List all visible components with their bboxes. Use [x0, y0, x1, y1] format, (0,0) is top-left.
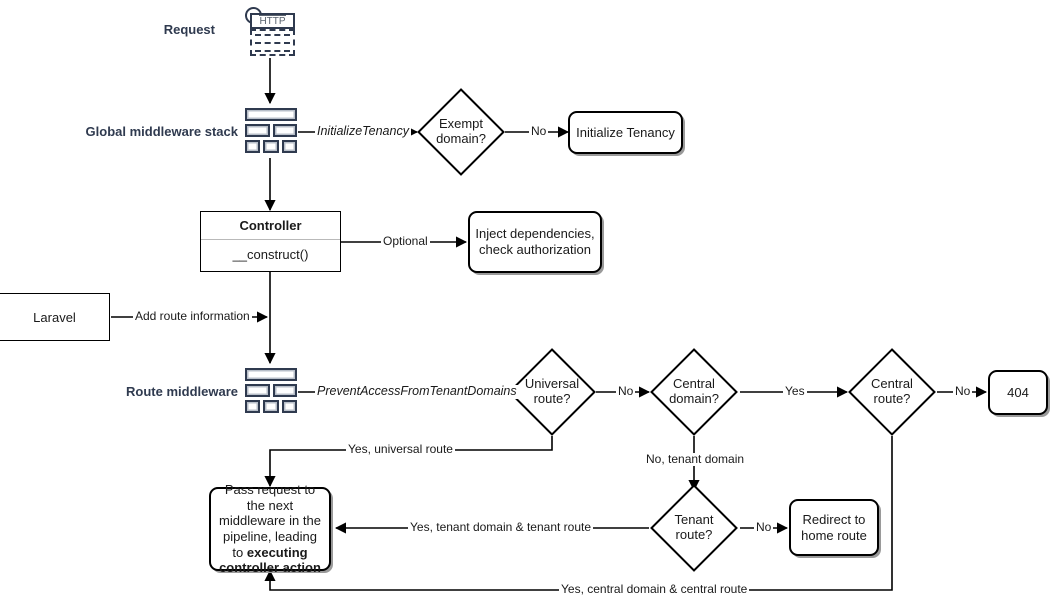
node-initialize-tenancy-label: Initialize Tenancy — [576, 124, 675, 140]
stack-row-1 — [245, 368, 297, 381]
http-header-text: HTTP — [259, 15, 286, 27]
diamond-shape — [508, 348, 596, 436]
stack-cell — [245, 368, 297, 381]
stack-row-3 — [245, 140, 297, 153]
edge-label-central-yes: Yes, central domain & central route — [559, 582, 750, 597]
pass-request-plain: Pass request to the next middleware in t… — [219, 482, 321, 560]
edge-label-central-domain-yes: Yes — [783, 384, 807, 399]
node-laravel[interactable]: Laravel — [0, 293, 110, 341]
stack-row-2 — [245, 384, 297, 397]
pass-request-bold: executing controller action — [219, 544, 321, 576]
label-request: Request — [163, 22, 215, 37]
decision-line-1: Universal — [524, 376, 580, 392]
node-initialize-tenancy[interactable]: Initialize Tenancy — [568, 111, 683, 154]
diamond-shape — [650, 484, 738, 572]
stack-row-2 — [245, 124, 297, 137]
decision-line-2: domain? — [669, 391, 719, 406]
diamond-shape — [848, 348, 936, 436]
decision-central-domain-label: Central domain? — [650, 348, 738, 436]
decision-line-1: Tenant — [674, 512, 714, 528]
stack-cell — [245, 400, 261, 413]
decision-line-2: route? — [533, 391, 571, 406]
decision-universal-route-label: Universal route? — [508, 348, 596, 436]
decision-line-1: Exempt — [438, 116, 484, 132]
stack-row-3 — [245, 400, 297, 413]
decision-exempt-domain-label: Exempt domain? — [417, 88, 505, 176]
controller-title: Controller — [201, 212, 340, 240]
decision-line-2: domain? — [436, 131, 486, 146]
stack-cell — [263, 400, 279, 413]
decision-line-2: route? — [873, 391, 911, 406]
http-body-line — [255, 34, 290, 36]
inject-line-2: check authorization — [478, 242, 591, 257]
edge-label-universal-yes: Yes, universal route — [346, 442, 455, 457]
stack-cell — [281, 140, 297, 153]
decision-tenant-route[interactable]: Tenant route? — [650, 484, 738, 572]
node-pass-request-text: Pass request to the next middleware in t… — [211, 482, 329, 576]
node-laravel-label: Laravel — [33, 309, 76, 325]
redirect-line-1: Redirect to — [802, 511, 866, 527]
http-body-line — [255, 50, 290, 52]
inject-line-1: Inject dependencies, — [475, 226, 595, 242]
edge-label-tenant-yes: Yes, tenant domain & tenant route — [408, 520, 594, 535]
stack-cell — [245, 108, 297, 121]
http-header-bar: HTTP — [250, 13, 295, 29]
stack-cell — [245, 140, 261, 153]
node-404[interactable]: 404 — [988, 370, 1048, 415]
stack-cell — [281, 400, 297, 413]
stack-row-1 — [245, 108, 297, 121]
edge-label-central-domain-no: No, tenant domain — [644, 452, 747, 467]
diamond-shape — [417, 88, 505, 176]
http-body-line — [255, 42, 290, 44]
edge-label-exempt-no: No — [529, 124, 549, 139]
node-404-label: 404 — [1007, 384, 1029, 400]
stack-cell — [272, 124, 297, 137]
http-body-dashed — [250, 29, 295, 56]
diamond-shape — [650, 348, 738, 436]
controller-method: __construct() — [232, 247, 309, 262]
decision-line-1: Central — [673, 376, 715, 392]
label-global-middleware-stack: Global middleware stack — [85, 124, 238, 139]
redirect-line-2: home route — [801, 527, 867, 543]
edge-label-optional: Optional — [381, 234, 430, 249]
edge-label-central-route-no: No — [953, 384, 973, 399]
decision-universal-route[interactable]: Universal route? — [508, 348, 596, 436]
edge-label-initialize-tenancy: InitializeTenancy — [315, 124, 411, 139]
node-pass-request[interactable]: Pass request to the next middleware in t… — [209, 482, 331, 575]
route-middleware-stack-icon — [245, 368, 297, 416]
edge-label-add-route-information: Add route information — [133, 309, 252, 324]
node-inject-dependencies[interactable]: Inject dependencies, check authorization — [468, 211, 602, 273]
stack-cell — [272, 384, 297, 397]
node-redirect-home-route[interactable]: Redirect to home route — [789, 499, 879, 556]
edge-label-prevent-access: PreventAccessFromTenantDomains — [315, 384, 519, 399]
edge-label-universal-no: No — [616, 384, 636, 399]
decision-central-route[interactable]: Central route? — [848, 348, 936, 436]
stack-cell — [245, 124, 270, 137]
http-request-icon: HTTP — [245, 5, 295, 56]
decision-tenant-route-label: Tenant route? — [650, 484, 738, 572]
decision-line-2: route? — [675, 527, 713, 542]
decision-central-route-label: Central route? — [848, 348, 936, 436]
label-route-middleware: Route middleware — [126, 384, 238, 399]
node-controller[interactable]: Controller __construct() — [200, 211, 341, 272]
decision-line-1: Central — [871, 376, 913, 392]
edge-label-tenant-route-no: No — [754, 520, 774, 535]
decision-central-domain[interactable]: Central domain? — [650, 348, 738, 436]
decision-exempt-domain[interactable]: Exempt domain? — [417, 88, 505, 176]
global-middleware-stack-icon — [245, 108, 297, 156]
stack-cell — [263, 140, 279, 153]
stack-cell — [245, 384, 270, 397]
